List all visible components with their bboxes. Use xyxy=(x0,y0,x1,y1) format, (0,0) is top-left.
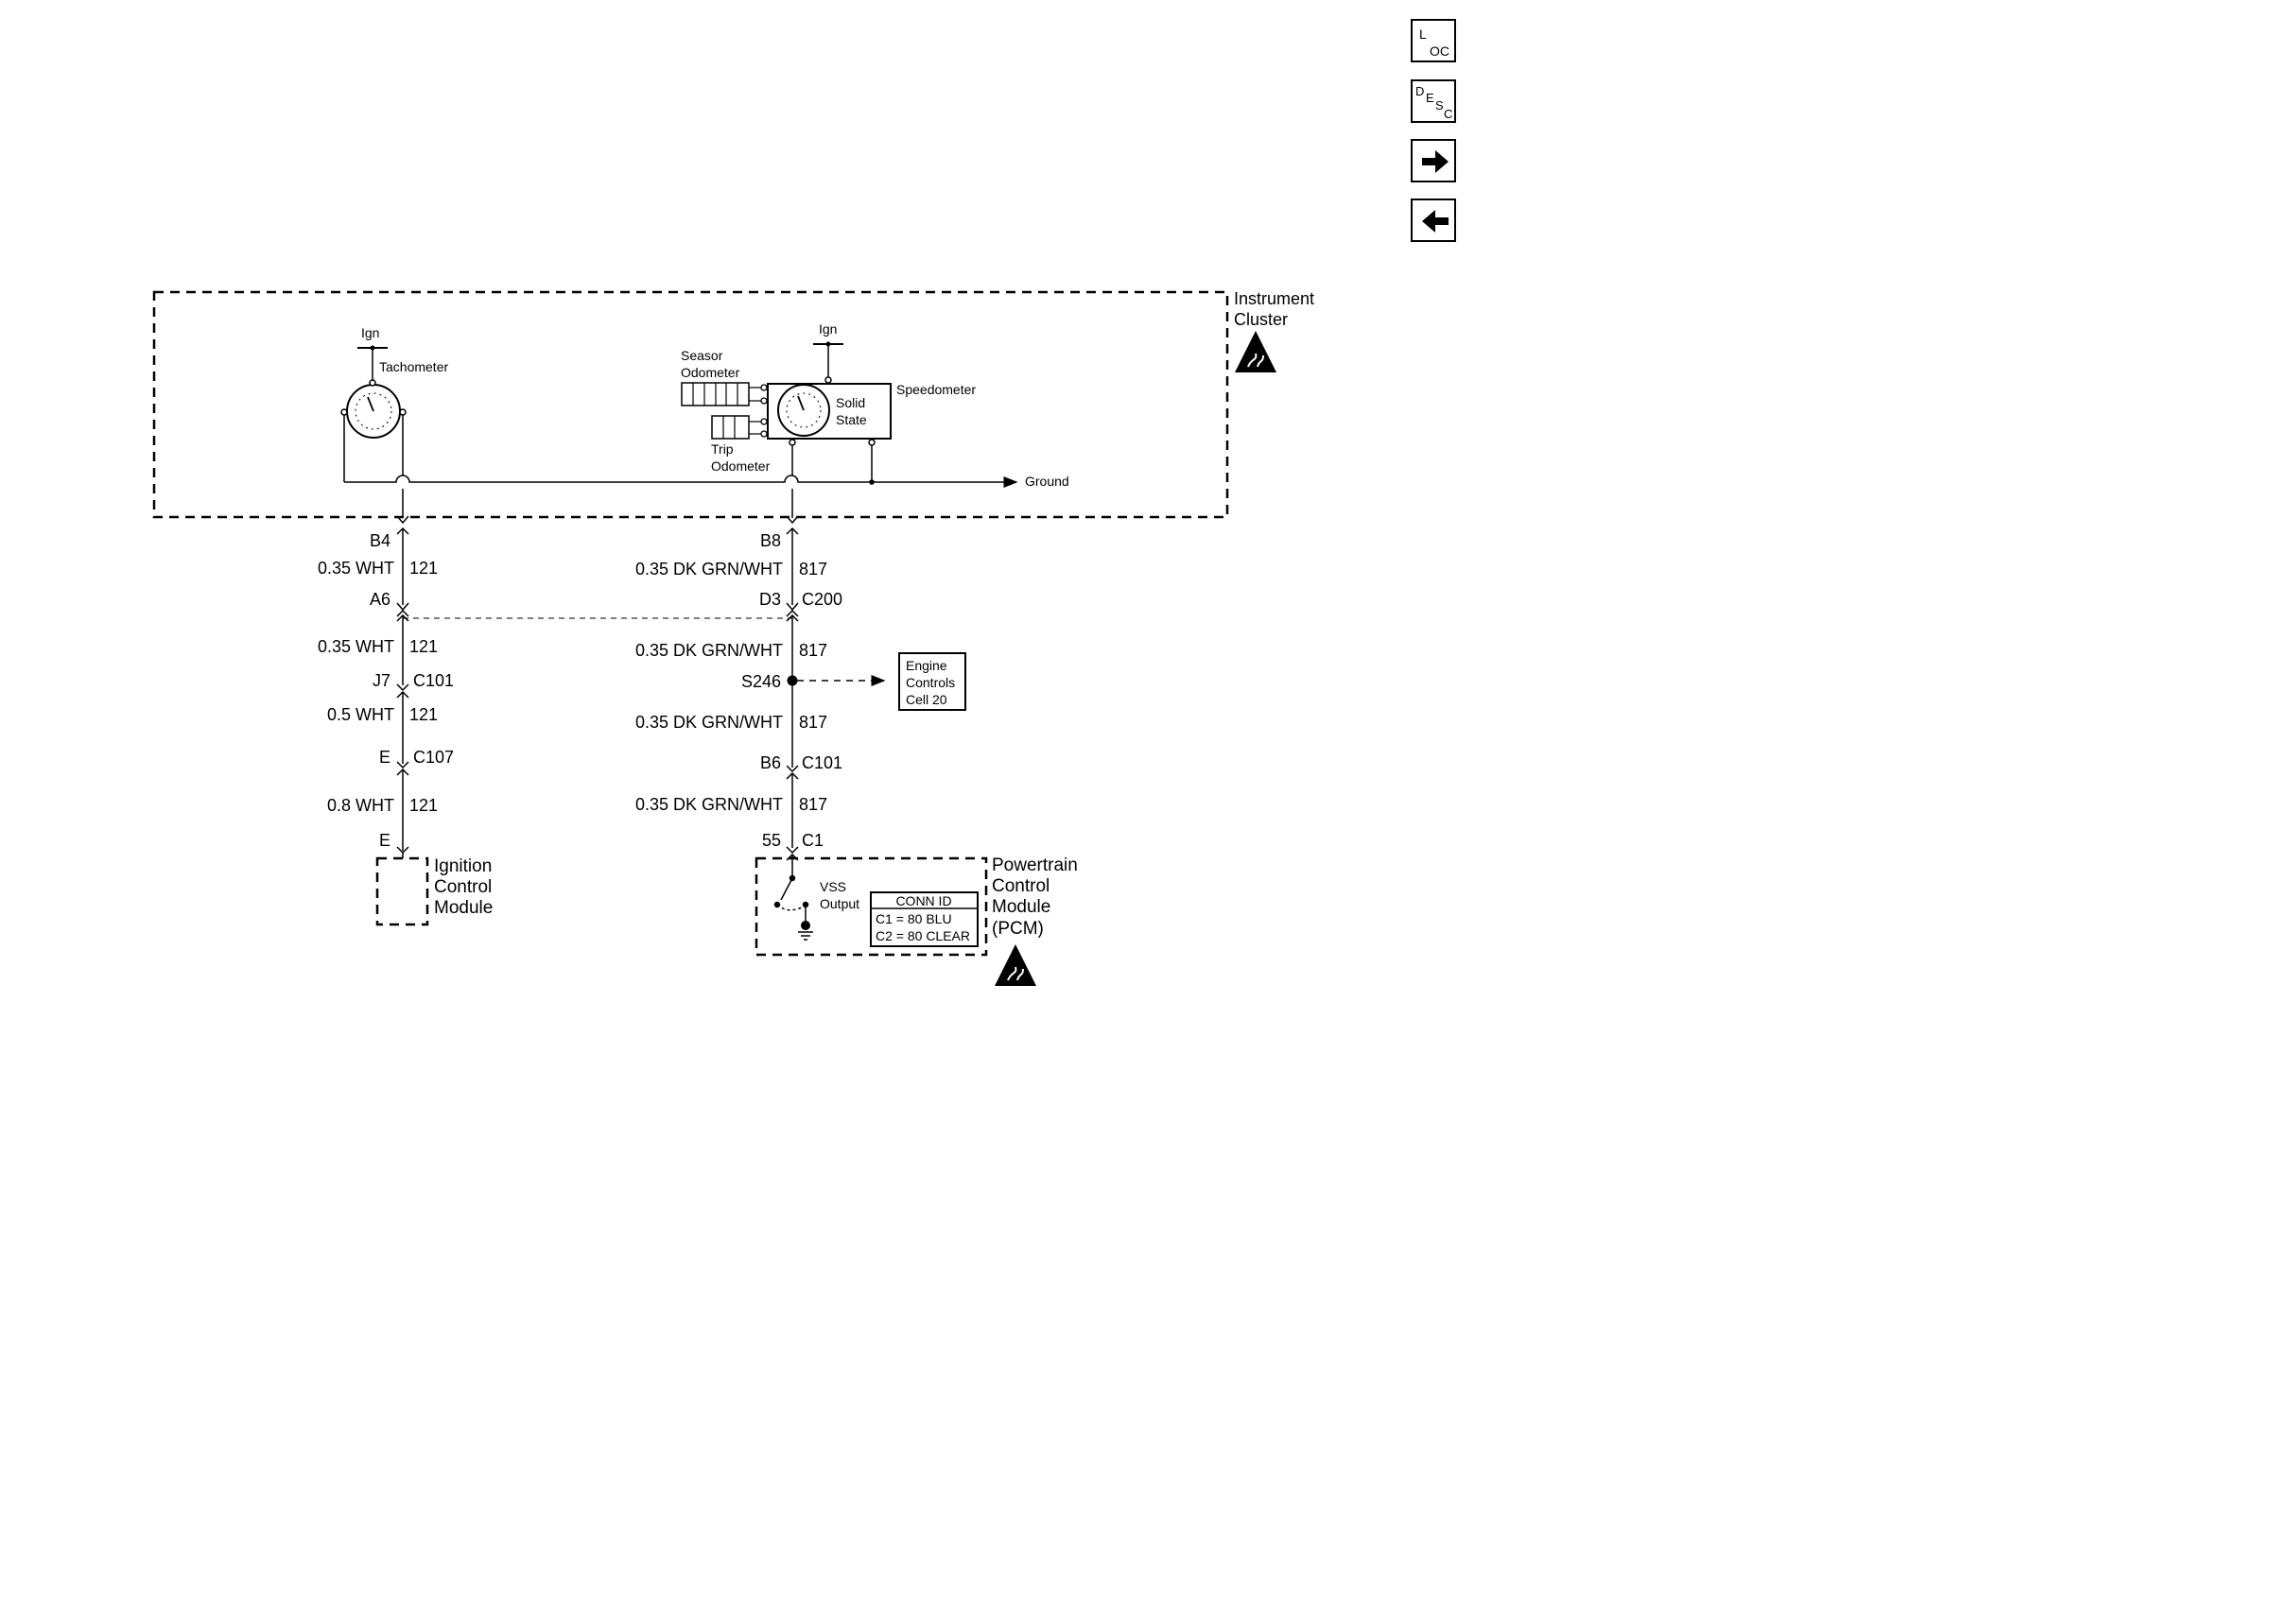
loc-letter-l: L xyxy=(1419,26,1427,42)
esd-warning-icon xyxy=(995,944,1036,986)
speedometer-label: Speedometer xyxy=(896,382,976,397)
ignition-module-label-1: Ignition xyxy=(434,856,492,876)
solid-state-label-2: State xyxy=(836,412,867,427)
conn-id-table: CONN ID C1 = 80 BLU C2 = 80 CLEAR xyxy=(870,891,979,947)
desc-letter-e: E xyxy=(1426,91,1434,105)
desc-letter-d: D xyxy=(1415,84,1424,98)
left-wire-1-color: 0.35 WHT xyxy=(318,559,394,578)
right-connector-c1: C1 xyxy=(802,831,824,850)
ignition-module-label-2: Control xyxy=(434,877,492,897)
pcm-title-2: Control xyxy=(992,876,1050,896)
instrument-cluster-title-1: Instrument xyxy=(1234,289,1314,308)
left-pin-b4: B4 xyxy=(370,531,390,550)
solid-state-label-1: Solid xyxy=(836,395,865,410)
pcm-title-1: Powertrain xyxy=(992,855,1078,875)
tachometer-group: Ign Tachometer xyxy=(340,325,448,482)
left-wire-3-circuit: 121 xyxy=(409,705,438,724)
left-wire-2-circuit: 121 xyxy=(409,637,438,656)
conn-id-c1: C1 = 80 BLU xyxy=(876,911,952,926)
vss-label-1: VSS xyxy=(820,879,846,894)
engine-controls-label-1: Engine xyxy=(906,658,947,673)
splice-s246-label: S246 xyxy=(741,672,781,691)
right-pin-d3: D3 xyxy=(759,590,781,609)
vss-output-switch-icon xyxy=(773,862,813,941)
loc-button[interactable]: L OC xyxy=(1411,19,1456,62)
right-wire-3-circuit: 817 xyxy=(799,713,827,732)
loc-letters-oc: OC xyxy=(1430,43,1449,59)
desc-button[interactable]: D E S C xyxy=(1411,79,1456,123)
season-odometer-icon xyxy=(681,382,768,406)
ground-bus-wire xyxy=(344,475,1018,488)
right-connector-c101: C101 xyxy=(802,753,842,772)
left-wire-1-circuit: 121 xyxy=(409,559,438,578)
right-wire-3-color: 0.35 DK GRN/WHT xyxy=(635,713,783,732)
description-icon: D E S C xyxy=(1415,84,1452,121)
pcm-title-4: (PCM) xyxy=(992,919,1044,939)
tachometer-ign-label: Ign xyxy=(361,325,379,340)
left-pin-e-c107: E xyxy=(379,748,390,767)
left-connector-c101: C101 xyxy=(413,671,454,690)
pcm-boundary xyxy=(755,856,988,957)
conn-id-header: CONN ID xyxy=(895,893,951,908)
location-icon: L OC xyxy=(1419,26,1449,59)
right-wire-1-color: 0.35 DK GRN/WHT xyxy=(635,560,783,579)
esd-warning-icon xyxy=(1235,331,1276,372)
previous-page-button[interactable] xyxy=(1411,199,1456,242)
right-wire-2-circuit: 817 xyxy=(799,641,827,660)
instrument-cluster-boundary xyxy=(152,290,1229,519)
season-odometer-label-1: Seasor xyxy=(681,348,723,363)
ground-label: Ground xyxy=(1025,474,1069,489)
speedometer-ign-label: Ign xyxy=(819,321,837,337)
left-pin-e-module: E xyxy=(379,831,390,850)
right-wire-4-color: 0.35 DK GRN/WHT xyxy=(635,795,783,814)
trip-odometer-icon xyxy=(711,415,768,440)
trip-odometer-label-1: Trip xyxy=(711,441,734,457)
engine-controls-label-3: Cell 20 xyxy=(906,692,947,707)
engine-controls-box[interactable] xyxy=(898,652,966,711)
season-odometer-label-2: Odometer xyxy=(681,365,740,380)
ignition-module-label-3: Module xyxy=(434,898,493,918)
right-wire-4-circuit: 817 xyxy=(799,795,827,814)
splice-s246-dot xyxy=(787,675,798,686)
wiring-diagram: Instrument Cluster Ign Tachometer Ground… xyxy=(152,289,1314,986)
left-pin-j7: J7 xyxy=(373,671,390,690)
vss-label-2: Output xyxy=(820,896,859,911)
desc-letter-c: C xyxy=(1444,107,1452,121)
speedometer-group: Ign Solid State Speedometer Seasor Odome… xyxy=(681,321,976,482)
left-pin-a6: A6 xyxy=(370,590,390,609)
right-wire-1-circuit: 817 xyxy=(799,560,827,579)
left-wire-4-color: 0.8 WHT xyxy=(327,796,394,815)
left-circuit-wire xyxy=(396,489,409,858)
left-wire-2-color: 0.35 WHT xyxy=(318,637,394,656)
left-connector-c107: C107 xyxy=(413,748,454,767)
left-wire-3-color: 0.5 WHT xyxy=(327,705,394,724)
left-wire-4-circuit: 121 xyxy=(409,796,438,815)
ignition-control-module-box xyxy=(375,856,429,926)
right-pin-b8: B8 xyxy=(760,531,781,550)
pcm-title-3: Module xyxy=(992,897,1050,917)
arrow-right-icon xyxy=(1422,150,1449,173)
right-wire-2-color: 0.35 DK GRN/WHT xyxy=(635,641,783,660)
desc-letter-s: S xyxy=(1435,98,1444,112)
engine-controls-label-2: Controls xyxy=(906,675,955,690)
right-connector-c200: C200 xyxy=(802,590,842,609)
conn-id-c2: C2 = 80 CLEAR xyxy=(876,928,970,943)
trip-odometer-label-2: Odometer xyxy=(711,458,771,474)
right-pin-55: 55 xyxy=(762,831,781,850)
arrow-left-icon xyxy=(1422,210,1449,233)
instrument-cluster-title-2: Cluster xyxy=(1234,310,1288,329)
tachometer-label: Tachometer xyxy=(379,359,448,374)
next-page-button[interactable] xyxy=(1411,139,1456,182)
right-pin-b6: B6 xyxy=(760,753,781,772)
